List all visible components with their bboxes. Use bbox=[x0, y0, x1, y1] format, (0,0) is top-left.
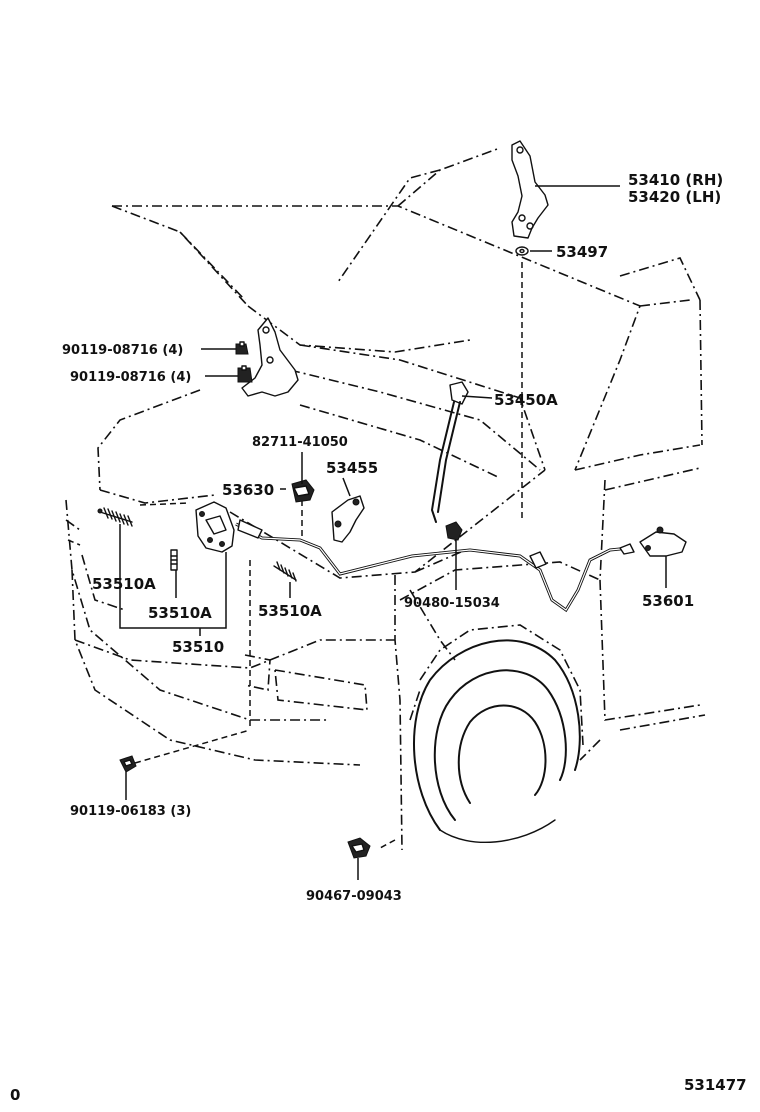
label-hinge-bolt-upper: 90119-08716 (4) bbox=[62, 343, 183, 358]
label-hinge-bolt-lower: 90119-08716 (4) bbox=[70, 370, 191, 385]
release-lever-part bbox=[619, 526, 687, 557]
label-53450A: 53450A bbox=[494, 391, 558, 409]
clip-82711-part bbox=[291, 479, 315, 503]
label-90467: 90467-09043 bbox=[306, 889, 402, 904]
label-53630: 53630 bbox=[222, 481, 274, 499]
spring-left-part bbox=[97, 507, 133, 527]
lower-clamp-icon bbox=[347, 837, 371, 859]
spring-right-part bbox=[273, 561, 297, 582]
vehicle-outline bbox=[65, 147, 706, 851]
hinge-bolt-icon bbox=[235, 341, 253, 383]
lower-bolt-icon bbox=[119, 755, 137, 773]
label-82711: 82711-41050 bbox=[252, 435, 348, 450]
front-wheel bbox=[413, 639, 581, 844]
label-53510A-left: 53510A bbox=[92, 575, 156, 593]
label-53420: 53420 (LH) bbox=[628, 188, 721, 206]
clip-90480-part bbox=[445, 521, 547, 569]
labels: 53410 (RH) 53420 (LH) 53497 90119-08716 … bbox=[10, 171, 747, 1104]
label-53601: 53601 bbox=[642, 592, 694, 610]
hood-hinge-part bbox=[511, 140, 549, 239]
corner-marker: 0 bbox=[10, 1086, 20, 1104]
washer-part bbox=[515, 246, 529, 256]
hood-side-hinge bbox=[241, 317, 299, 397]
label-90119-06183: 90119-06183 (3) bbox=[70, 804, 191, 819]
spring-mid-part bbox=[170, 549, 178, 571]
label-53410: 53410 (RH) bbox=[628, 171, 723, 189]
label-53510: 53510 bbox=[172, 638, 224, 656]
leader-dashes bbox=[67, 262, 523, 849]
diagram-id: 531477 bbox=[684, 1076, 747, 1094]
support-rod-part bbox=[431, 381, 469, 523]
label-53510A-right: 53510A bbox=[258, 602, 322, 620]
leader-lines bbox=[119, 185, 667, 880]
release-cable bbox=[235, 519, 631, 613]
bracket-53455-part bbox=[331, 495, 365, 543]
label-53510A-mid: 53510A bbox=[148, 604, 212, 622]
label-53455: 53455 bbox=[326, 459, 378, 477]
label-53497: 53497 bbox=[556, 243, 608, 261]
hood-lock-part bbox=[195, 501, 235, 553]
label-90480: 90480-15034 bbox=[404, 596, 500, 611]
